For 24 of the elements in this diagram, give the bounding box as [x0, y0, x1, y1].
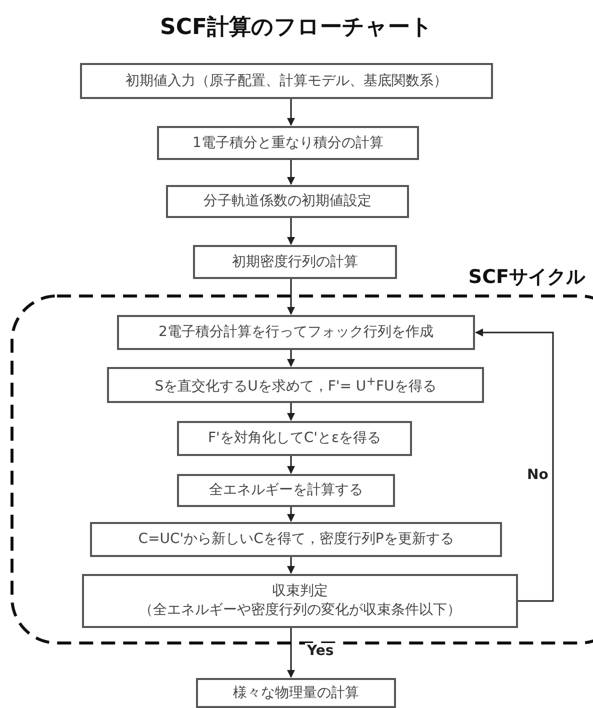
process-box: F'を対角化してC'とεを得る: [177, 421, 412, 456]
process-box: 2電子積分計算を行ってフォック行列を作成: [117, 315, 475, 350]
arrow: [287, 99, 295, 126]
arrow: [287, 218, 295, 245]
arrow: [287, 628, 295, 678]
process-box: 様々な物理量の計算: [196, 678, 396, 708]
process-box: C=UC'から新しいCを得て，密度行列Pを更新する: [90, 522, 502, 557]
arrow: [475, 328, 554, 602]
title: SCF計算のフローチャート: [158, 14, 434, 42]
process-box: 収束判定 （全エネルギーや密度行列の変化が収束条件以下）: [82, 574, 518, 628]
process-box: 1電子積分と重なり積分の計算: [157, 126, 419, 160]
group-heading: SCFサイクル: [468, 265, 585, 290]
arrow: [287, 507, 295, 522]
process-box: 初期密度行列の計算: [193, 245, 397, 279]
process-box: 分子軌道係数の初期値設定: [166, 185, 409, 218]
arrow: [287, 350, 295, 367]
arrow: [287, 160, 295, 185]
process-box: 初期値入力（原子配置、計算モデル、基底関数系）: [80, 63, 493, 99]
arrow: [287, 557, 295, 574]
arrow: [287, 403, 295, 421]
process-box: 全エネルギーを計算する: [177, 474, 395, 507]
arrow: [287, 456, 295, 474]
arrow: [287, 279, 295, 315]
process-box: Sを直交化するUを求めて，F'= U$^{+}$FUを得る: [107, 367, 484, 403]
